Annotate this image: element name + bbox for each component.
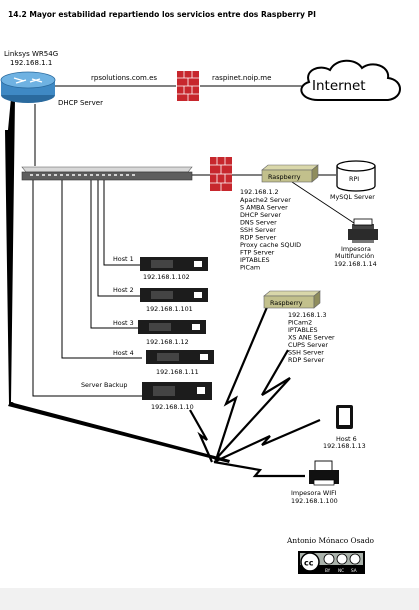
raspberry-box-icon (263, 290, 321, 309)
printer-wifi-ip: 192.168.1.100 (291, 497, 338, 505)
service-item: DHCP Server (240, 211, 281, 219)
service-item: RDP Server (240, 234, 277, 242)
host-name: Server Backup (81, 381, 127, 389)
host-name: Host 1 (113, 255, 134, 263)
footer-strip (0, 588, 419, 610)
db-caption: MySQL Server (330, 193, 375, 201)
raspberry2-services: PiCam2 IPTABLES XS ANE Server CUPS Serve… (288, 319, 335, 365)
page-title: 14.2 Mayor estabilidad repartiendo los s… (8, 10, 316, 19)
service-item: DNS Server (240, 219, 277, 227)
service-item: SSH Server (288, 349, 324, 357)
service-item: Apache2 Server (240, 196, 291, 204)
service-item: RDP Server (288, 356, 325, 364)
by-icon (323, 553, 335, 565)
service-item: IPTABLES (240, 256, 270, 264)
wireless-bolts (189, 299, 321, 478)
host-2 (140, 288, 208, 302)
database-icon (336, 160, 376, 192)
wireless-link-router (5, 98, 230, 463)
service-item: PiCam (240, 264, 260, 272)
printer-wifi-name: Impesora WIFI (291, 489, 337, 497)
service-item: IPTABLES (288, 326, 318, 334)
raspberry-box-icon (261, 164, 319, 183)
firewall-icon (177, 71, 199, 101)
raspberry2-tag: Raspberry (270, 299, 303, 307)
service-item: S AMBA Server (240, 204, 288, 212)
raspberry1-tag: Raspberry (268, 173, 301, 181)
service-item: CUPS Server (288, 341, 328, 349)
firewall-icon (210, 157, 232, 191)
host-name: Host 2 (113, 286, 134, 294)
service-item: Proxy cache SQUID (240, 241, 301, 249)
host6-name: Host 6 (336, 435, 357, 443)
router-icon (0, 71, 56, 103)
domain-left: rpsolutions.com.es (91, 74, 157, 82)
host-ip: 192.168.1.10 (151, 403, 194, 411)
switch-icon (21, 166, 193, 181)
host-ip: 192.168.1.102 (143, 273, 190, 281)
license-term: SA (351, 568, 357, 573)
raspberry1-services: Apache2 Server S AMBA Server DHCP Server… (240, 196, 301, 272)
service-item: FTP Server (240, 249, 275, 257)
raspberry1-ip: 192.168.1.2 (240, 188, 279, 196)
service-item: PiCam2 (288, 319, 312, 327)
license-term: BY (325, 568, 331, 573)
author-credit: Antonio Mónaco Osado (286, 536, 375, 545)
printer-multi-name2: Multifunción (335, 252, 374, 260)
cc-logo-icon: cc (304, 559, 314, 568)
router-ip: 192.168.1.1 (10, 59, 52, 67)
host-ip: 192.168.1.11 (156, 368, 199, 376)
host-ip: 192.168.1.12 (146, 338, 189, 346)
printer-icon (309, 460, 339, 486)
host6-ip: 192.168.1.13 (323, 442, 366, 450)
tablet-icon (336, 405, 353, 429)
host-3 (138, 320, 206, 334)
printer-icon (348, 218, 378, 243)
host-ip: 192.168.1.101 (146, 305, 193, 313)
db-label: RPI (349, 175, 359, 183)
service-item: XS ANE Server (288, 334, 335, 342)
domain-right: raspinet.noip.me (212, 74, 271, 82)
router-role: DHCP Server (58, 99, 103, 107)
internet-cloud-icon (300, 59, 401, 101)
host-name: Host 4 (113, 349, 134, 357)
sa-icon (349, 553, 361, 565)
server-backup (142, 382, 212, 400)
host-name: Host 3 (113, 319, 134, 327)
service-item: SSH Server (240, 226, 276, 234)
cc-license-badge: cc BY NC SA (298, 551, 365, 574)
printer-multi-ip: 192.168.1.14 (334, 260, 377, 268)
raspberry2-ip: 192.168.1.3 (288, 311, 327, 319)
router-name: Linksys WR54G (4, 50, 58, 58)
host-1 (140, 257, 208, 271)
license-term: NC (338, 568, 344, 573)
nc-icon (336, 553, 348, 565)
host-4 (146, 350, 214, 364)
wiring (32, 85, 361, 397)
printer-multi-name: Impesora (341, 245, 371, 253)
internet-label: Internet (312, 78, 366, 94)
